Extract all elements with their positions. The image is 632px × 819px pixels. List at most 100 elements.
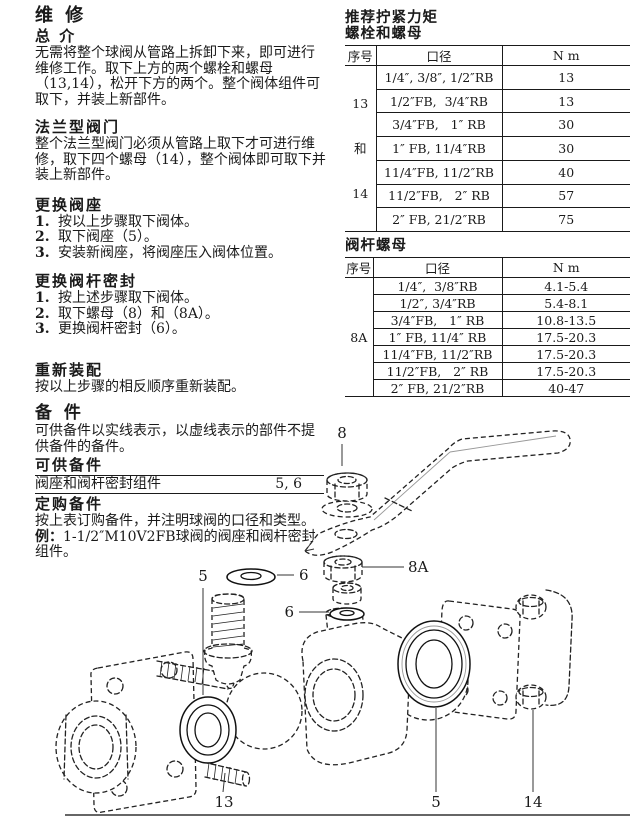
available-spares-heading: 可供备件 [35,456,104,474]
part-label-14: 14 [523,793,542,811]
index-line: 14 [352,186,369,201]
table-header-row: 序号 口径 N m [345,45,630,66]
list-text: 按上述步骤取下阀体。 [58,290,198,306]
stem-nut-torque-table: 序号 口径 N m 8A 1/4″, 3/8″RB 4.1-5.4 1/2″, … [345,257,630,397]
nm-cell: 30 [502,136,630,161]
section-reassembly: 重新装配 按以上步骤的相反顺序重新装配。 [35,360,327,396]
list-text: 更换阀杆密封（6）。 [58,321,186,337]
index-line: 8A [350,329,368,345]
exploded-valve-diagram: 8 8A 6 6 5 13 5 14 [55,424,630,816]
nm-cell: 13 [558,69,575,85]
list-number: 3. [35,321,50,337]
stem-nut-8a [323,555,363,583]
merged-index-cell: 8A [345,277,374,397]
leader-lines [202,444,534,793]
valve-body [301,622,412,766]
list-text: 按以上步骤取下阀体。 [58,213,198,230]
handle-nut-8 [326,472,368,502]
section-flanged-valves: 法兰型阀门 整个法兰型阀门必须从管路上取下才可进行维修，取下四个螺母（14），整… [35,119,327,184]
left-column: 维 修 总 介 无需将整个球阀从管路上拆卸下来，即可进行维修工作。取下上方的两个… [35,6,327,561]
col-header-nm: N m [502,45,630,66]
part-label-8a: 8A [408,558,429,576]
handle [304,430,571,556]
size-cell: 11/4″FB, 11/2″RB [373,345,503,363]
packing-follower [332,582,362,605]
nm-cell: 13 [502,88,630,113]
stem-seal-heading: 更换阀杆密封 [35,272,138,290]
col-header-size: 口径 [376,45,503,66]
list-number: 1. [35,290,50,306]
example-label: 例： [35,528,63,545]
section-spares: 备 件 可供备件以实线表示，以虚线表示的部件不提供备件的备件。 可供备件 阀座和… [35,404,327,561]
part-label-8: 8 [337,424,347,442]
part-label-6-lower: 6 [284,603,294,621]
nm-cell: 17.5-20.3 [502,328,630,346]
list-item: 3.安装新阀座，将阀座压入阀体位置。 [35,244,327,262]
rear-flange-edge [545,589,573,707]
order-spares-body: 按上表订购备件，并注明球阀的口径和类型。 [35,513,315,529]
size-cell: 1/4″, 3/8″, 1/2″RB [376,65,503,90]
order-spares-heading: 定购备件 [35,495,104,513]
intro-body: 无需将整个球阀从管路上拆卸下来，即可进行维修工作。取下上方的两个螺栓和螺母（13… [35,45,321,108]
table-header-row: 序号 口径 N m [345,257,630,278]
index-line: 13 [352,96,369,111]
nm-cell: 57 [502,183,630,208]
size-cell: 1″ FB, 11/4″ RB [373,328,503,346]
torque-title: 推荐拧紧力矩 [345,9,438,26]
size-cell: 1/2″, 3/4″RB [373,294,503,312]
intro-heading: 总 介 [35,27,77,45]
size-cell: 2″ FB, 21/2″RB [376,207,503,232]
size-cell: 3/4″FB, 1″ RB [373,311,503,329]
available-spares-label: 阀座和阀杆密封组件 [35,476,161,492]
list-item: 2.取下阀座（5）。 [35,229,327,246]
list-number: 2. [35,305,50,322]
stem-washer-6 [226,568,276,586]
list-number: 2. [35,229,50,245]
size-cell: 11/2″FB, 2″ RB [373,362,503,380]
right-column: 推荐拧紧力矩 螺栓和螺母 序号 口径 N m 13 和 14 1/4″, [345,10,630,397]
list-item: 1. 按上述步骤取下阀体。 [35,290,327,307]
nm-cell: 17.5-20.3 [502,362,630,380]
col-header-index: 序号 [345,45,377,66]
nm-cell: 17.5-20.3 [502,345,630,363]
seat-heading: 更换阀座 [35,195,104,214]
col-header-index: 序号 [345,257,374,278]
table-row: 13 和 14 1/4″, 3/8″, 1/2″RB 13 [345,65,630,232]
available-spares-value: 5, 6 [275,476,302,492]
size-cell: 11/2″FB, 2″ RB [376,183,503,208]
reassembly-body: 按以上步骤的相反顺序重新装配。 [35,378,245,395]
nm-cell: 30 [502,112,630,137]
col-header-size: 口径 [373,257,503,278]
flange-nut-14-lower [515,684,547,710]
section-intro: 总 介 无需将整个球阀从管路上拆卸下来，即可进行维修工作。取下上方的两个螺栓和螺… [35,28,327,108]
spares-heading: 备 件 [35,403,84,423]
size-cell: 1/4″, 3/8″RB [373,277,503,295]
seat-ring-right [397,620,471,708]
example-body: 1-1/2″M10V2FB球阀的阀座和阀杆密封组件。 [35,528,316,560]
reassembly-heading: 重新装配 [35,360,104,379]
nm-cell: 40 [502,159,630,185]
list-number: 1. [35,213,50,230]
col-header-nm: N m [502,257,630,278]
bolt-nut-torque-table: 序号 口径 N m 13 和 14 1/4″, 3/8″, 1/2″RB 13 … [345,45,630,232]
bolt-13-lower [202,761,251,787]
table-row: 8A 1/4″, 3/8″RB 4.1-5.4 [345,277,630,397]
section-replace-stem-seal: 更换阀杆密封 1.按上述步骤取下阀体。 2.取下螺母（8）和（8A）。 3.更换… [35,273,327,338]
order-example: 例：1-1/2″M10V2FB球阀的阀座和阀杆密封组件。 [35,528,327,561]
merged-index-cell: 13 和 14 [345,65,377,232]
list-text: 安装新阀座，将阀座压入阀体位置。 [58,244,282,261]
part-label-5-bottom: 5 [431,793,441,811]
list-item: 3. 更换阀杆密封（6）。 [35,321,327,338]
